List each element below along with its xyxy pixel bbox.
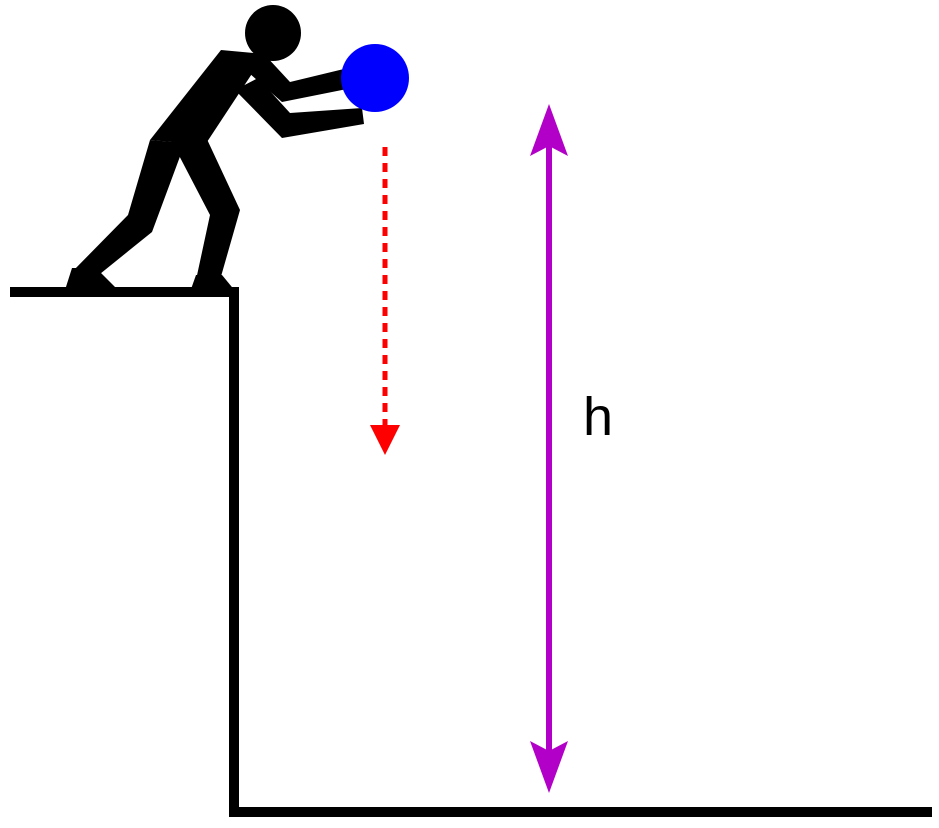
- ball-icon: [341, 44, 409, 112]
- person-icon: [65, 5, 364, 292]
- person-head: [245, 5, 301, 61]
- person-arm-upper: [240, 55, 352, 102]
- height-label: h: [583, 387, 613, 447]
- height-arrow-head-bottom: [530, 741, 568, 793]
- person-foot-front: [190, 275, 236, 292]
- person-leg-back: [72, 140, 185, 278]
- height-arrow-icon: [530, 104, 568, 793]
- person-torso: [150, 50, 265, 145]
- height-arrow-head-top: [530, 104, 568, 156]
- fall-arrow-head: [370, 425, 400, 455]
- cliff: [10, 287, 932, 817]
- person-arm-lower: [235, 78, 364, 138]
- cliff-edge-line: [10, 287, 932, 817]
- person-foot-back: [65, 268, 118, 290]
- person-leg-front: [172, 135, 240, 280]
- fall-arrow-icon: [370, 147, 400, 455]
